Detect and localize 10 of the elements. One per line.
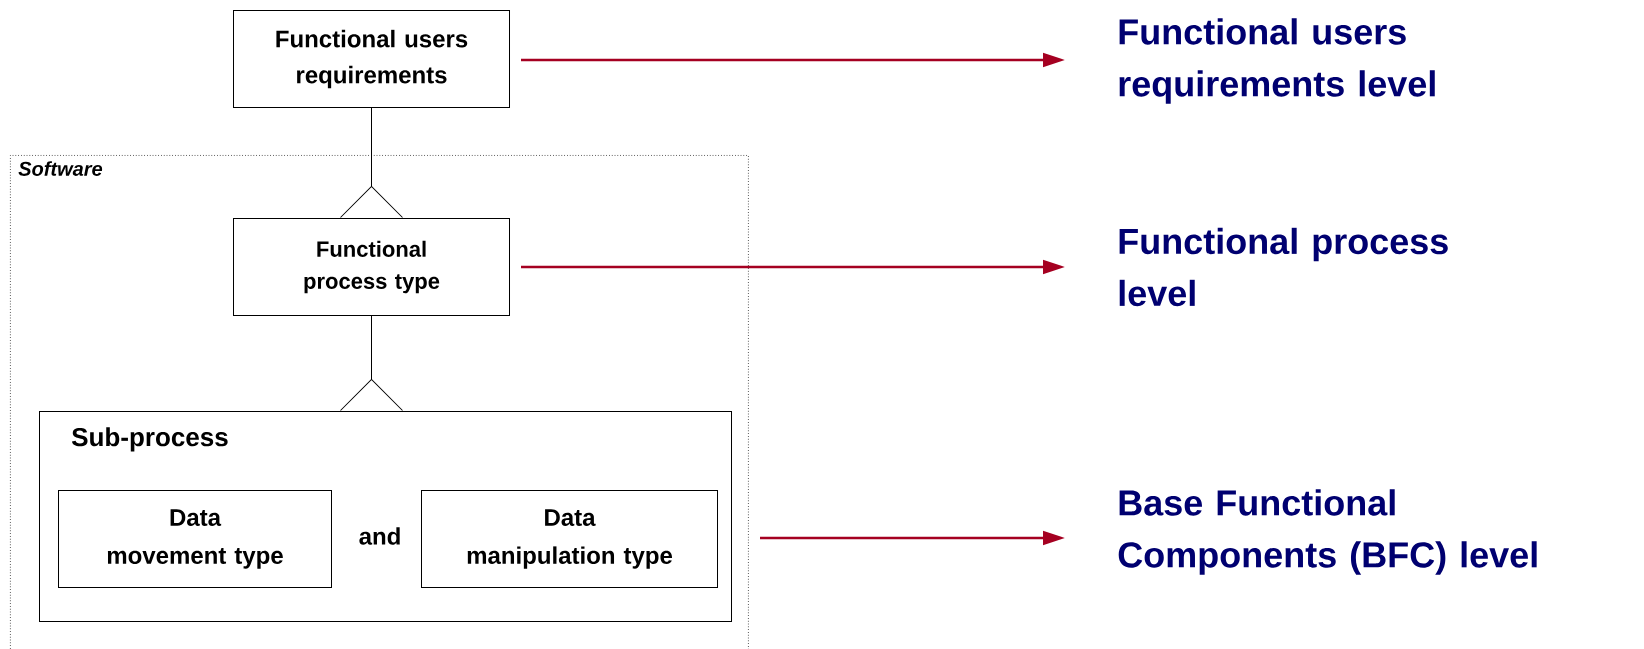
connector-word: and	[359, 527, 400, 545]
crows-foot-connector	[340, 315, 403, 411]
process-box: Functional users requirements	[233, 10, 510, 108]
level-label: Base Functional Components (BFC) level	[1118, 489, 1537, 575]
process-box: Data manipulation type	[421, 490, 718, 588]
process-box: Functional process type	[233, 218, 510, 316]
level-label: Functional users requirements level	[1119, 18, 1435, 104]
crows-foot-connector	[340, 107, 403, 218]
level-label: Functional process level	[1119, 227, 1448, 307]
process-box: Data movement type	[58, 490, 332, 588]
